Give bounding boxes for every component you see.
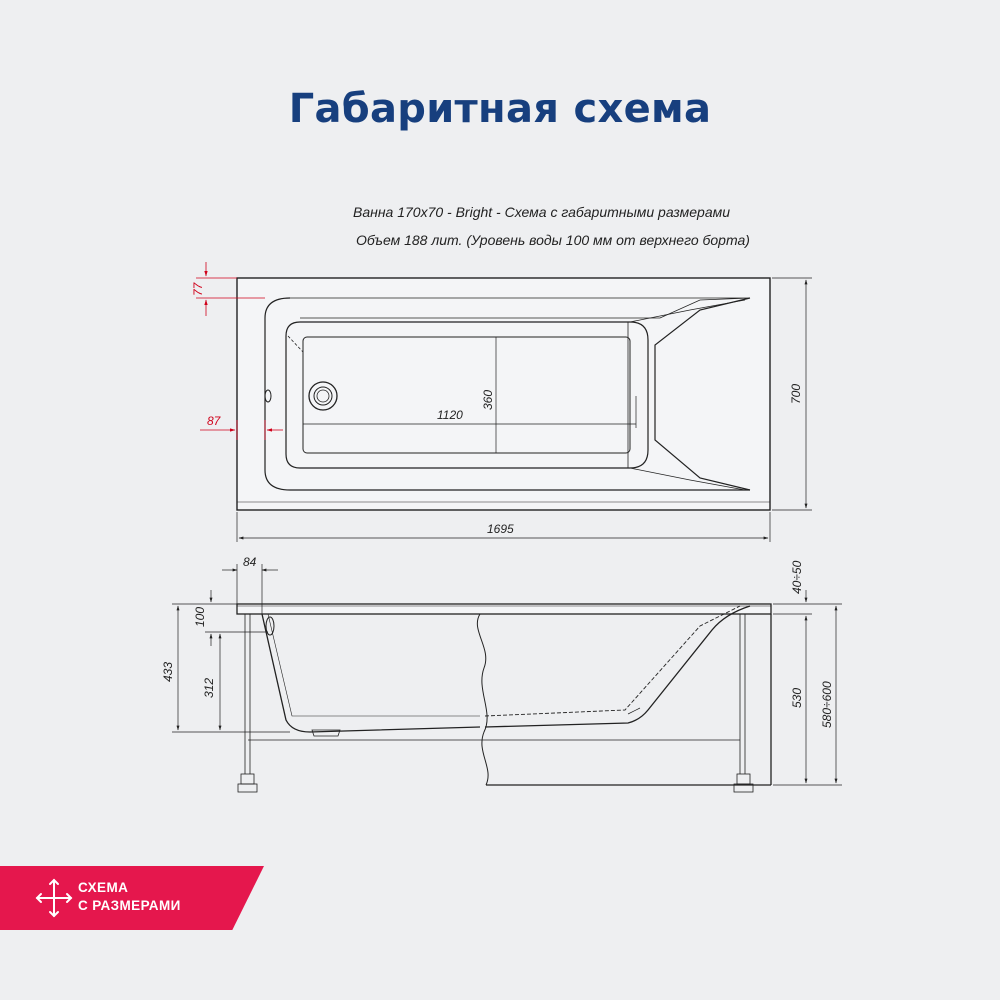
tub-inner-outline — [264, 297, 750, 491]
dim-overflow-height: 100 — [193, 607, 207, 627]
dim-depth-inner: 312 — [202, 678, 216, 698]
dim-inner-length: 1120 — [437, 408, 463, 422]
tub-bottom — [302, 336, 631, 454]
move-arrows-icon — [35, 878, 73, 918]
page-title: Габаритная схема — [288, 86, 712, 132]
scheme-badge: СХЕМА С РАЗМЕРАМИ — [0, 866, 264, 930]
side-shell — [261, 613, 481, 733]
dim-rim-offset: 84 — [243, 555, 257, 569]
drawing-caption: Ванна 170х70 - Bright - Схема с габаритн… — [353, 204, 731, 220]
leg-left — [240, 773, 255, 785]
leg-right — [736, 773, 751, 785]
badge-line-1: СХЕМА — [78, 880, 129, 895]
dim-total-height: 580÷600 — [820, 681, 834, 728]
overflow-icon — [264, 389, 272, 403]
dim-width: 700 — [789, 384, 803, 404]
dim-body-height: 530 — [790, 688, 804, 708]
dim-length: 1695 — [487, 522, 514, 536]
dim-rim: 77 — [191, 281, 205, 296]
dim-drain-offset: 87 — [207, 414, 222, 428]
side-view — [172, 564, 842, 793]
dim-legs-adjust: 40÷50 — [790, 560, 804, 594]
drain-icon — [308, 381, 338, 411]
badge-label: СХЕМА С РАЗМЕРАМИ — [78, 879, 181, 915]
top-view — [236, 277, 812, 542]
tub-outer-rim — [236, 277, 771, 511]
volume-caption: Объем 188 лит. (Уровень воды 100 мм от в… — [356, 232, 750, 248]
badge-line-2: С РАЗМЕРАМИ — [78, 898, 181, 913]
dim-inner-width: 360 — [481, 390, 495, 410]
dim-depth-total: 433 — [161, 662, 175, 682]
side-rim — [236, 603, 772, 615]
